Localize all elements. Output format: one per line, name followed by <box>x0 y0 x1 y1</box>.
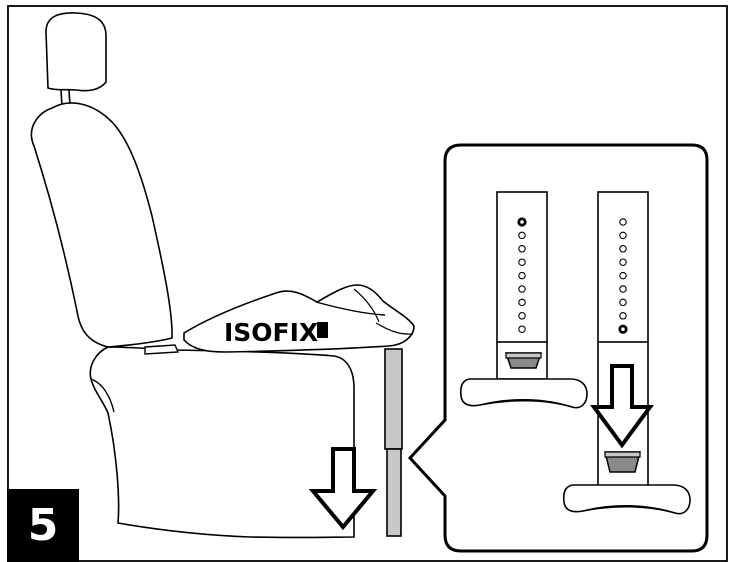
base-side-ridge <box>353 288 380 323</box>
main-down-arrow-icon <box>308 447 378 531</box>
left-leg-adjustment-holes <box>517 217 527 333</box>
left-leg-foot-edge <box>479 399 573 408</box>
right-leg-adjustment-holes <box>618 218 628 334</box>
seat-back-outline <box>30 102 173 348</box>
adjustment-hole <box>518 245 526 253</box>
base-top-ridge <box>315 301 386 316</box>
detail-down-arrow-icon <box>590 364 654 449</box>
adjustment-hole <box>619 271 627 280</box>
seat-cushion-fold <box>90 378 115 413</box>
car-seat-outline <box>45 12 107 92</box>
logo-badge-icon <box>317 322 328 338</box>
isofix-logo: ISOFIX <box>224 318 318 347</box>
adjustment-hole <box>619 312 627 320</box>
adjustment-hole <box>518 312 526 320</box>
adjustment-hole <box>518 298 526 307</box>
right-leg-button-top <box>604 451 641 458</box>
base-connector <box>144 344 180 355</box>
adjustment-hole <box>518 325 526 333</box>
adjustment-hole <box>619 285 627 293</box>
adjustment-hole <box>619 218 627 226</box>
selected-hole <box>517 217 527 227</box>
adjustment-hole <box>619 298 627 307</box>
support-leg-upper <box>384 348 403 450</box>
adjustment-hole <box>518 231 526 240</box>
adjustment-hole <box>619 231 627 240</box>
right-leg-foot <box>562 484 691 515</box>
left-leg-button-top <box>505 352 542 359</box>
adjustment-hole <box>619 258 627 266</box>
right-leg-foot-edge <box>582 505 676 514</box>
selected-hole <box>618 324 628 334</box>
support-leg-lower <box>386 448 402 537</box>
page-frame <box>7 5 728 562</box>
adjustment-hole <box>518 271 526 280</box>
seat-cushion-outline <box>89 346 355 539</box>
base-front-edge <box>375 322 414 335</box>
isofix-base-body <box>183 284 415 353</box>
step-number-badge: 5 <box>7 489 79 562</box>
adjustment-hole <box>518 258 526 266</box>
adjustment-hole <box>518 285 526 293</box>
adjustment-hole <box>619 245 627 253</box>
left-leg-foot <box>459 378 588 409</box>
